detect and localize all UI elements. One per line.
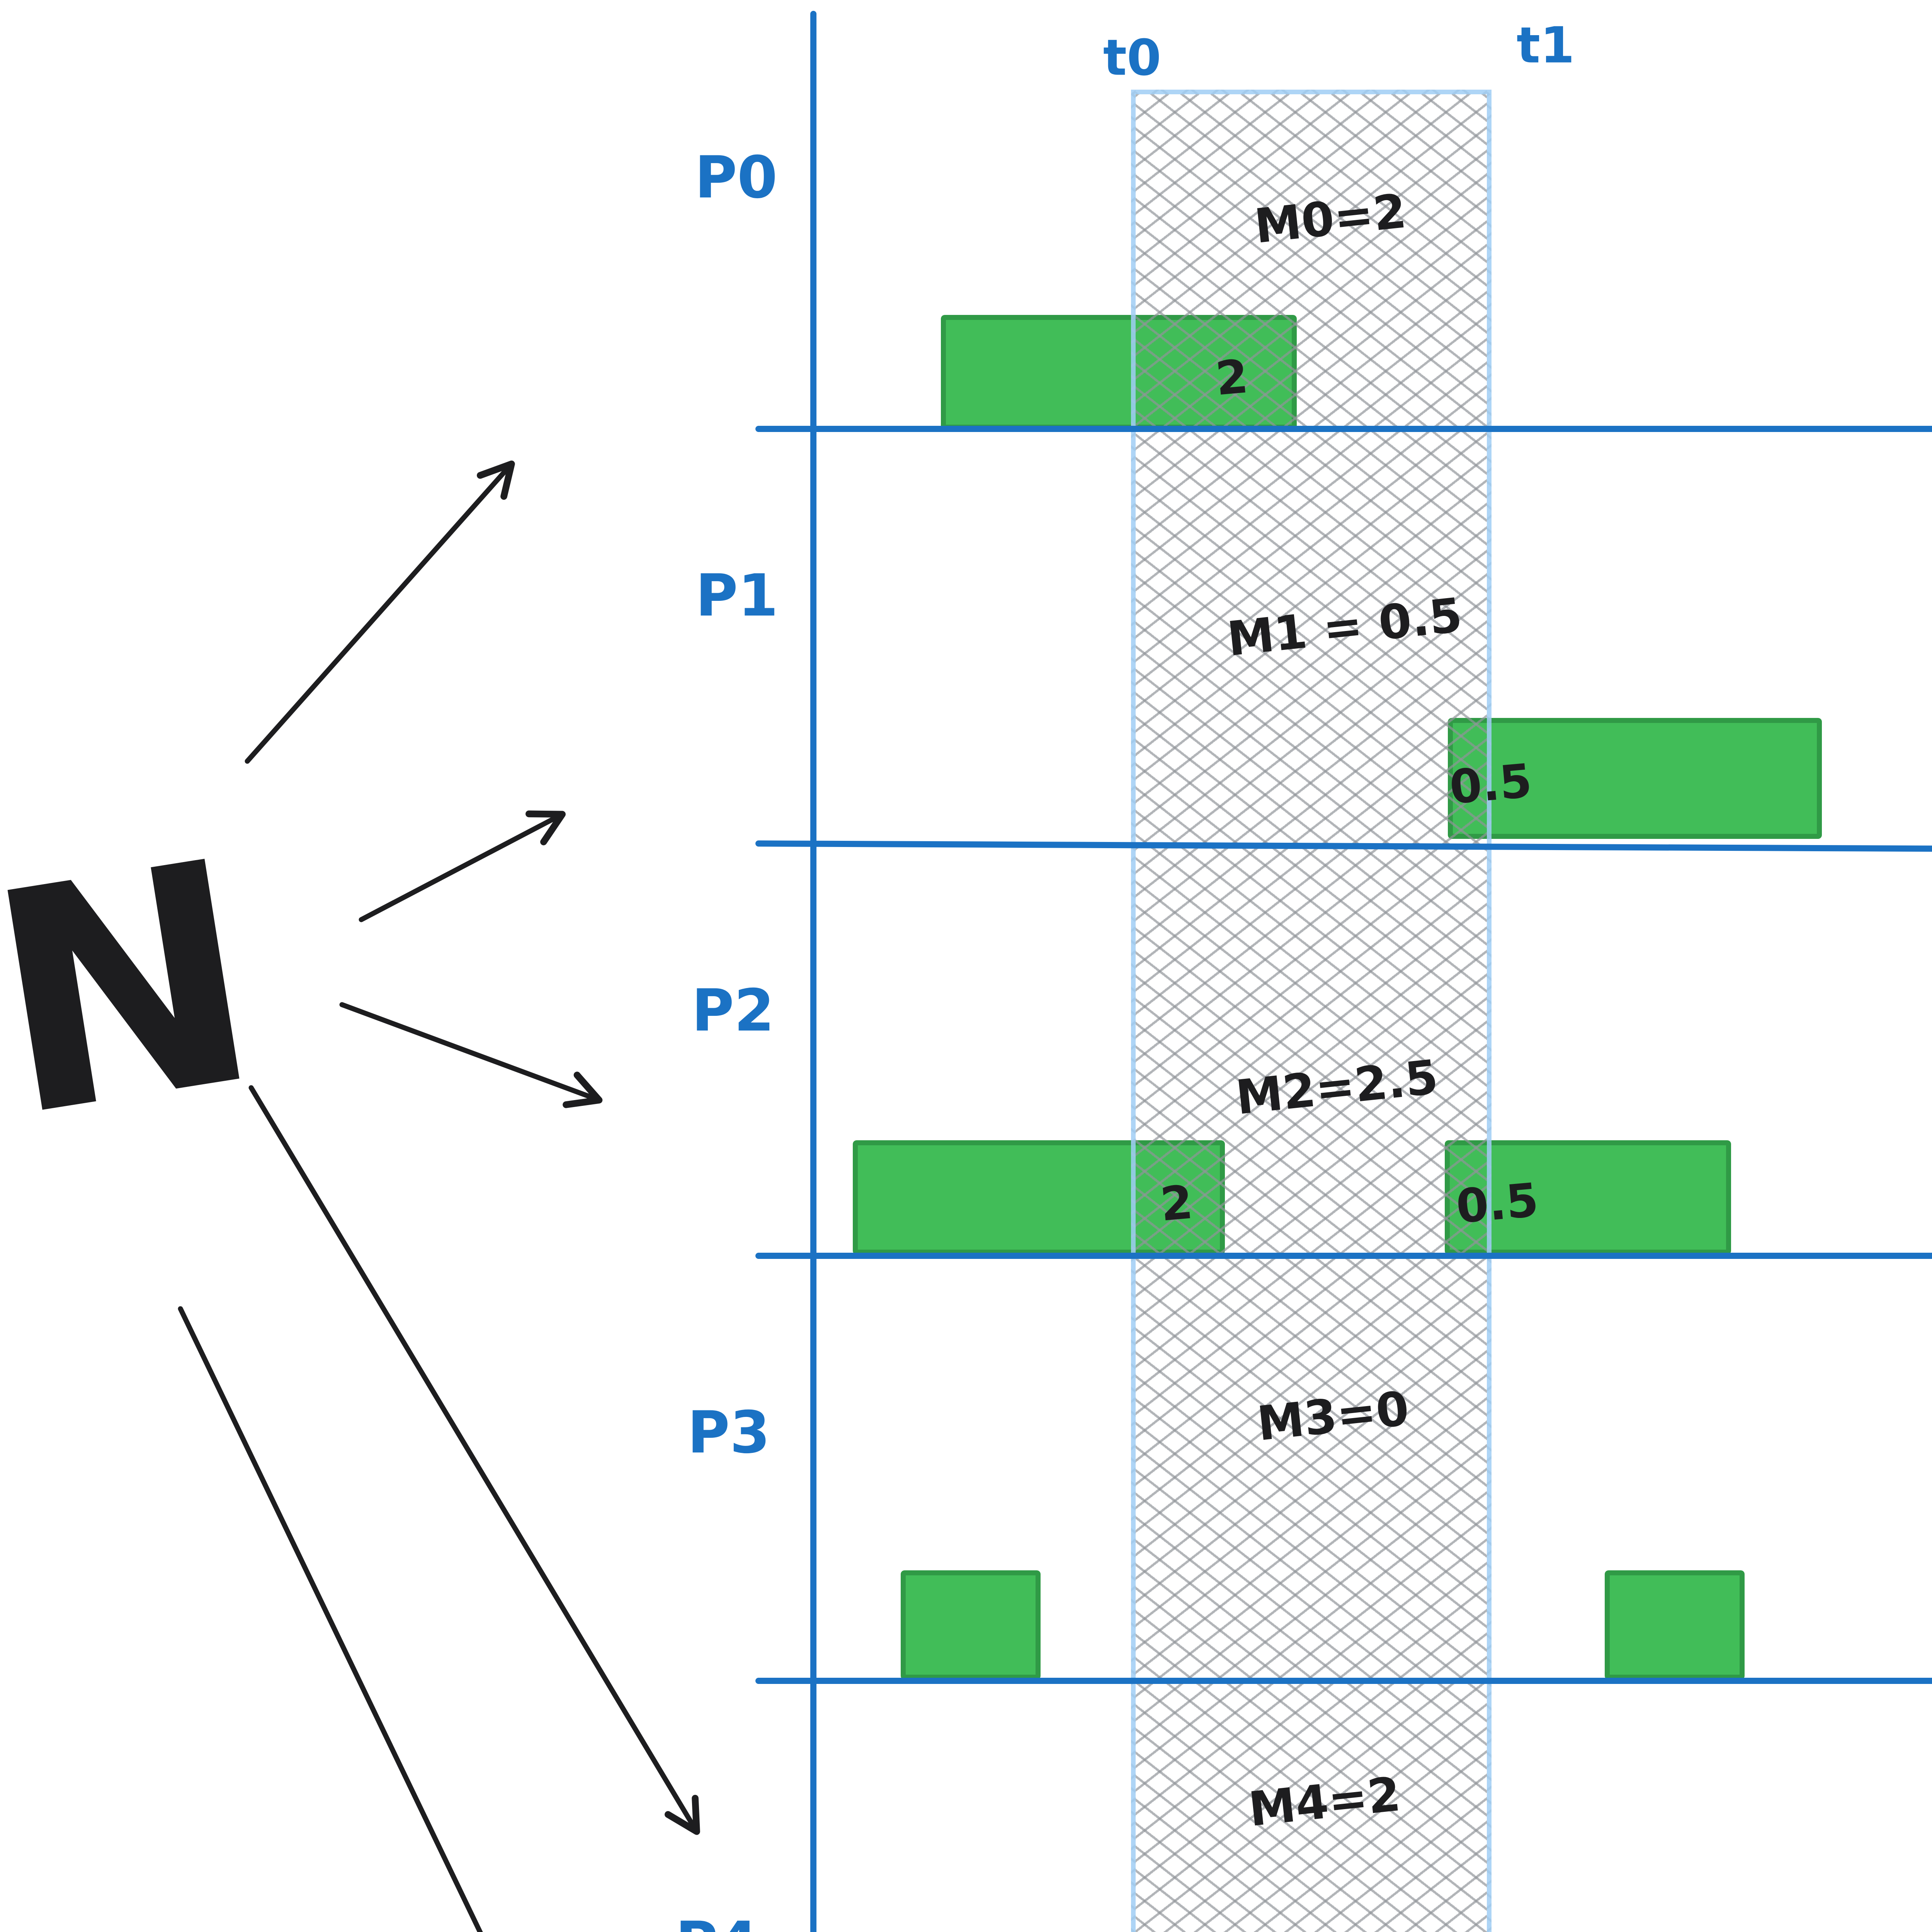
t1-label: t1 (1516, 17, 1575, 75)
t0-label: t0 (1103, 29, 1162, 87)
process-label-p4: P4 (675, 1910, 758, 1932)
exec-bar-p2-b (1445, 1140, 1731, 1255)
bar-value-p2-a: 2 (1158, 1175, 1195, 1232)
bar-value-p2-b: 0.5 (1454, 1173, 1541, 1234)
process-label-p3: P3 (687, 1399, 770, 1466)
arrow-to-p4 (248, 1085, 700, 1835)
arrow-to-p2 (339, 1002, 603, 1108)
process-label-p1: P1 (695, 562, 779, 629)
timeline-p0 (755, 426, 1932, 432)
process-label-p0: P0 (694, 144, 778, 211)
arrow-to-p0 (245, 460, 515, 764)
exec-bar-p1 (1448, 718, 1822, 839)
bar-value-p0: 2 (1213, 350, 1250, 406)
arrow-to-p5 (178, 1306, 483, 1932)
process-label-p2: P2 (691, 977, 775, 1044)
exec-bar-p3-b (1605, 1570, 1745, 1680)
arrow-to-p1 (359, 810, 566, 922)
bar-value-p1: 0.5 (1447, 754, 1534, 815)
process-axis (810, 11, 816, 1932)
timeline-p3 (755, 1678, 1932, 1684)
exec-bar-p3-a (901, 1570, 1041, 1680)
timeline-p2 (755, 1253, 1932, 1259)
observation-window-band (1131, 90, 1492, 1932)
n-label: N (0, 794, 279, 1186)
